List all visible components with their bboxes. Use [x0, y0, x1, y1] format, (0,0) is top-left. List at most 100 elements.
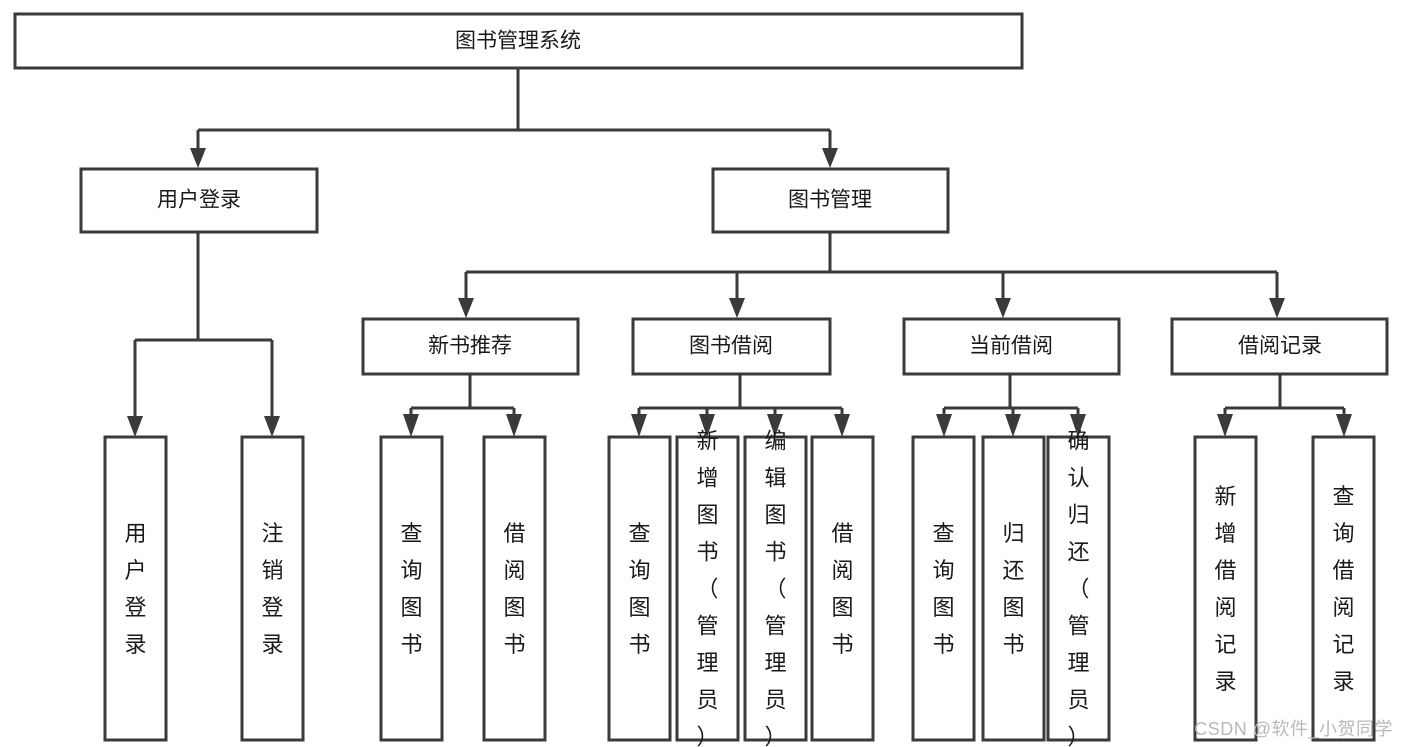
node-leaf-edit-book-box[interactable]: [743, 435, 808, 742]
node-leaf-borrow-book-2-box[interactable]: [810, 435, 875, 742]
node-leaf-query-book-1-box[interactable]: [379, 435, 444, 742]
svg-text:记: 记: [1214, 632, 1236, 657]
node-leaf-confirm-return[interactable]: [1046, 435, 1111, 742]
node-borrow-record[interactable]: 借阅记录: [1170, 317, 1389, 376]
node-leaf-add-book-box[interactable]: [675, 435, 740, 742]
node-leaf-user-login-box[interactable]: [103, 435, 168, 742]
node-book-borrow-box[interactable]: [631, 317, 832, 376]
svg-text:新: 新: [696, 429, 718, 454]
svg-text:管: 管: [1067, 614, 1089, 639]
node-book-borrow[interactable]: 图书借阅: [631, 317, 832, 376]
node-new-book-recommend[interactable]: 新书推荐: [361, 317, 580, 376]
svg-text:阅: 阅: [831, 558, 853, 583]
svg-text:询: 询: [1332, 521, 1354, 546]
svg-text:书: 书: [628, 632, 650, 657]
node-new-book-recommend-box[interactable]: [361, 317, 580, 376]
svg-text:借: 借: [831, 521, 853, 546]
connector-group-root: [190, 68, 838, 168]
svg-text:图: 图: [932, 595, 954, 620]
node-current-borrow-label: 当前借阅: [969, 335, 1053, 358]
svg-text:书: 书: [831, 632, 853, 657]
connector-group-new-book-recommend: [403, 374, 522, 437]
svg-text:还: 还: [1002, 558, 1024, 583]
arrow-to-leaf-query-record: [1336, 414, 1352, 437]
node-leaf-query-record[interactable]: [1311, 435, 1376, 742]
connector-group-current-borrow: [936, 374, 1086, 437]
svg-text:借: 借: [503, 521, 525, 546]
node-current-borrow-box[interactable]: [902, 317, 1121, 376]
node-leaf-return-book-box[interactable]: [981, 435, 1046, 742]
node-leaf-borrow-book-2[interactable]: [810, 435, 875, 742]
node-book-management-box[interactable]: [711, 167, 950, 234]
node-leaf-query-book-2-box[interactable]: [607, 435, 672, 742]
connector-group-user-login: [127, 232, 280, 437]
svg-text:归: 归: [1002, 521, 1024, 546]
node-root[interactable]: 图书管理系统: [13, 12, 1024, 70]
leaf-label-layer: 用户登录注销登录查询图书借阅图书查询图书新增图书（管理员）编辑图书（管理员）借阅…: [124, 429, 1354, 747]
svg-text:（: （: [696, 577, 718, 602]
node-leaf-borrow-book-1-box[interactable]: [482, 435, 547, 742]
svg-text:图: 图: [831, 595, 853, 620]
node-leaf-query-book-1[interactable]: [379, 435, 444, 742]
svg-text:查: 查: [628, 521, 650, 546]
arrow-to-leaf-confirm-return: [1070, 414, 1086, 437]
node-leaf-add-record-box[interactable]: [1193, 435, 1258, 742]
arrow-to-book-borrow: [729, 298, 745, 318]
svg-text:登: 登: [124, 595, 146, 620]
node-leaf-confirm-return-box[interactable]: [1046, 435, 1111, 742]
connector-group-borrow-record: [1217, 374, 1352, 437]
node-borrow-record-label: 借阅记录: [1238, 335, 1322, 358]
svg-text:增: 增: [1214, 521, 1236, 546]
arrow-to-leaf-borrow-book-1: [506, 414, 522, 437]
svg-text:员: 员: [764, 688, 786, 713]
svg-text:书: 书: [400, 632, 422, 657]
svg-text:归: 归: [1067, 503, 1089, 528]
svg-text:（: （: [764, 577, 786, 602]
node-user-login[interactable]: 用户登录: [79, 167, 319, 234]
node-current-borrow[interactable]: 当前借阅: [902, 317, 1121, 376]
svg-text:阅: 阅: [1214, 595, 1236, 620]
svg-text:书: 书: [696, 540, 718, 565]
svg-text:书: 书: [932, 632, 954, 657]
node-leaf-add-record[interactable]: [1193, 435, 1258, 742]
node-root-box[interactable]: [13, 12, 1024, 70]
svg-text:）: ）: [1067, 725, 1089, 747]
node-book-management[interactable]: 图书管理: [711, 167, 950, 234]
svg-text:图: 图: [764, 503, 786, 528]
node-borrow-record-box[interactable]: [1170, 317, 1389, 376]
node-leaf-query-book-2[interactable]: [607, 435, 672, 742]
arrow-to-leaf-user-login: [127, 416, 143, 437]
node-leaf-borrow-book-1[interactable]: [482, 435, 547, 742]
svg-text:辑: 辑: [764, 466, 786, 491]
svg-text:图: 图: [1002, 595, 1024, 620]
node-leaf-query-book-3-box[interactable]: [911, 435, 976, 742]
svg-text:询: 询: [932, 558, 954, 583]
node-leaf-user-login[interactable]: [103, 435, 168, 742]
svg-text:管: 管: [764, 614, 786, 639]
node-leaf-logout-login[interactable]: [240, 435, 305, 742]
node-user-login-box[interactable]: [79, 167, 319, 234]
arrow-to-leaf-logout-login: [264, 416, 280, 437]
node-leaf-add-book[interactable]: [675, 435, 740, 742]
node-new-book-recommend-label: 新书推荐: [428, 335, 512, 358]
arrow-to-leaf-return-book: [1005, 414, 1021, 437]
svg-text:员: 员: [696, 688, 718, 713]
svg-text:户: 户: [124, 558, 146, 583]
svg-text:录: 录: [1332, 669, 1354, 694]
svg-text:录: 录: [1214, 669, 1236, 694]
svg-text:）: ）: [764, 725, 786, 747]
node-book-management-label: 图书管理: [788, 189, 872, 212]
node-leaf-return-book[interactable]: [981, 435, 1046, 742]
node-leaf-edit-book[interactable]: [743, 435, 808, 742]
node-leaf-query-book-3[interactable]: [911, 435, 976, 742]
svg-text:还: 还: [1067, 540, 1089, 565]
node-leaf-logout-login-box[interactable]: [240, 435, 305, 742]
node-leaf-query-record-box[interactable]: [1311, 435, 1376, 742]
